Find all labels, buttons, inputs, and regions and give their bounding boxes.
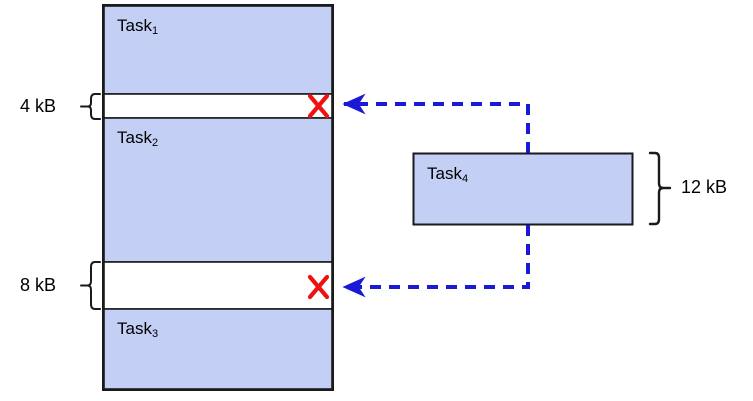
size-label-12kb: 12 kB: [681, 177, 728, 197]
cross-icon-hole-8kb: [307, 274, 330, 300]
brace-4kb-glyph: [86, 93, 101, 120]
block-hole-4kb: [103, 93, 333, 119]
brace-12kb-glyph: [648, 151, 665, 226]
arrow-path-to-hole-8kb: [342, 225, 530, 298]
block-label-task2: Task2: [117, 128, 159, 149]
block-hole-8kb: [103, 261, 333, 310]
block-label-task4: Task4: [427, 164, 469, 185]
arrow-path-to-hole-4kb: [342, 93, 530, 153]
block-task4: [412, 152, 634, 226]
block-task3: [103, 308, 333, 390]
size-label-8kb: 8 kB: [20, 275, 57, 295]
size-label-4kb: 4 kB: [20, 96, 57, 116]
block-task1: [103, 5, 333, 95]
cross-icon-hole-4kb: [307, 93, 330, 119]
brace-8kb-glyph: [86, 261, 101, 310]
block-label-task3: Task3: [117, 319, 159, 340]
block-task2: [103, 117, 333, 263]
block-label-task1: Task1: [117, 16, 159, 37]
